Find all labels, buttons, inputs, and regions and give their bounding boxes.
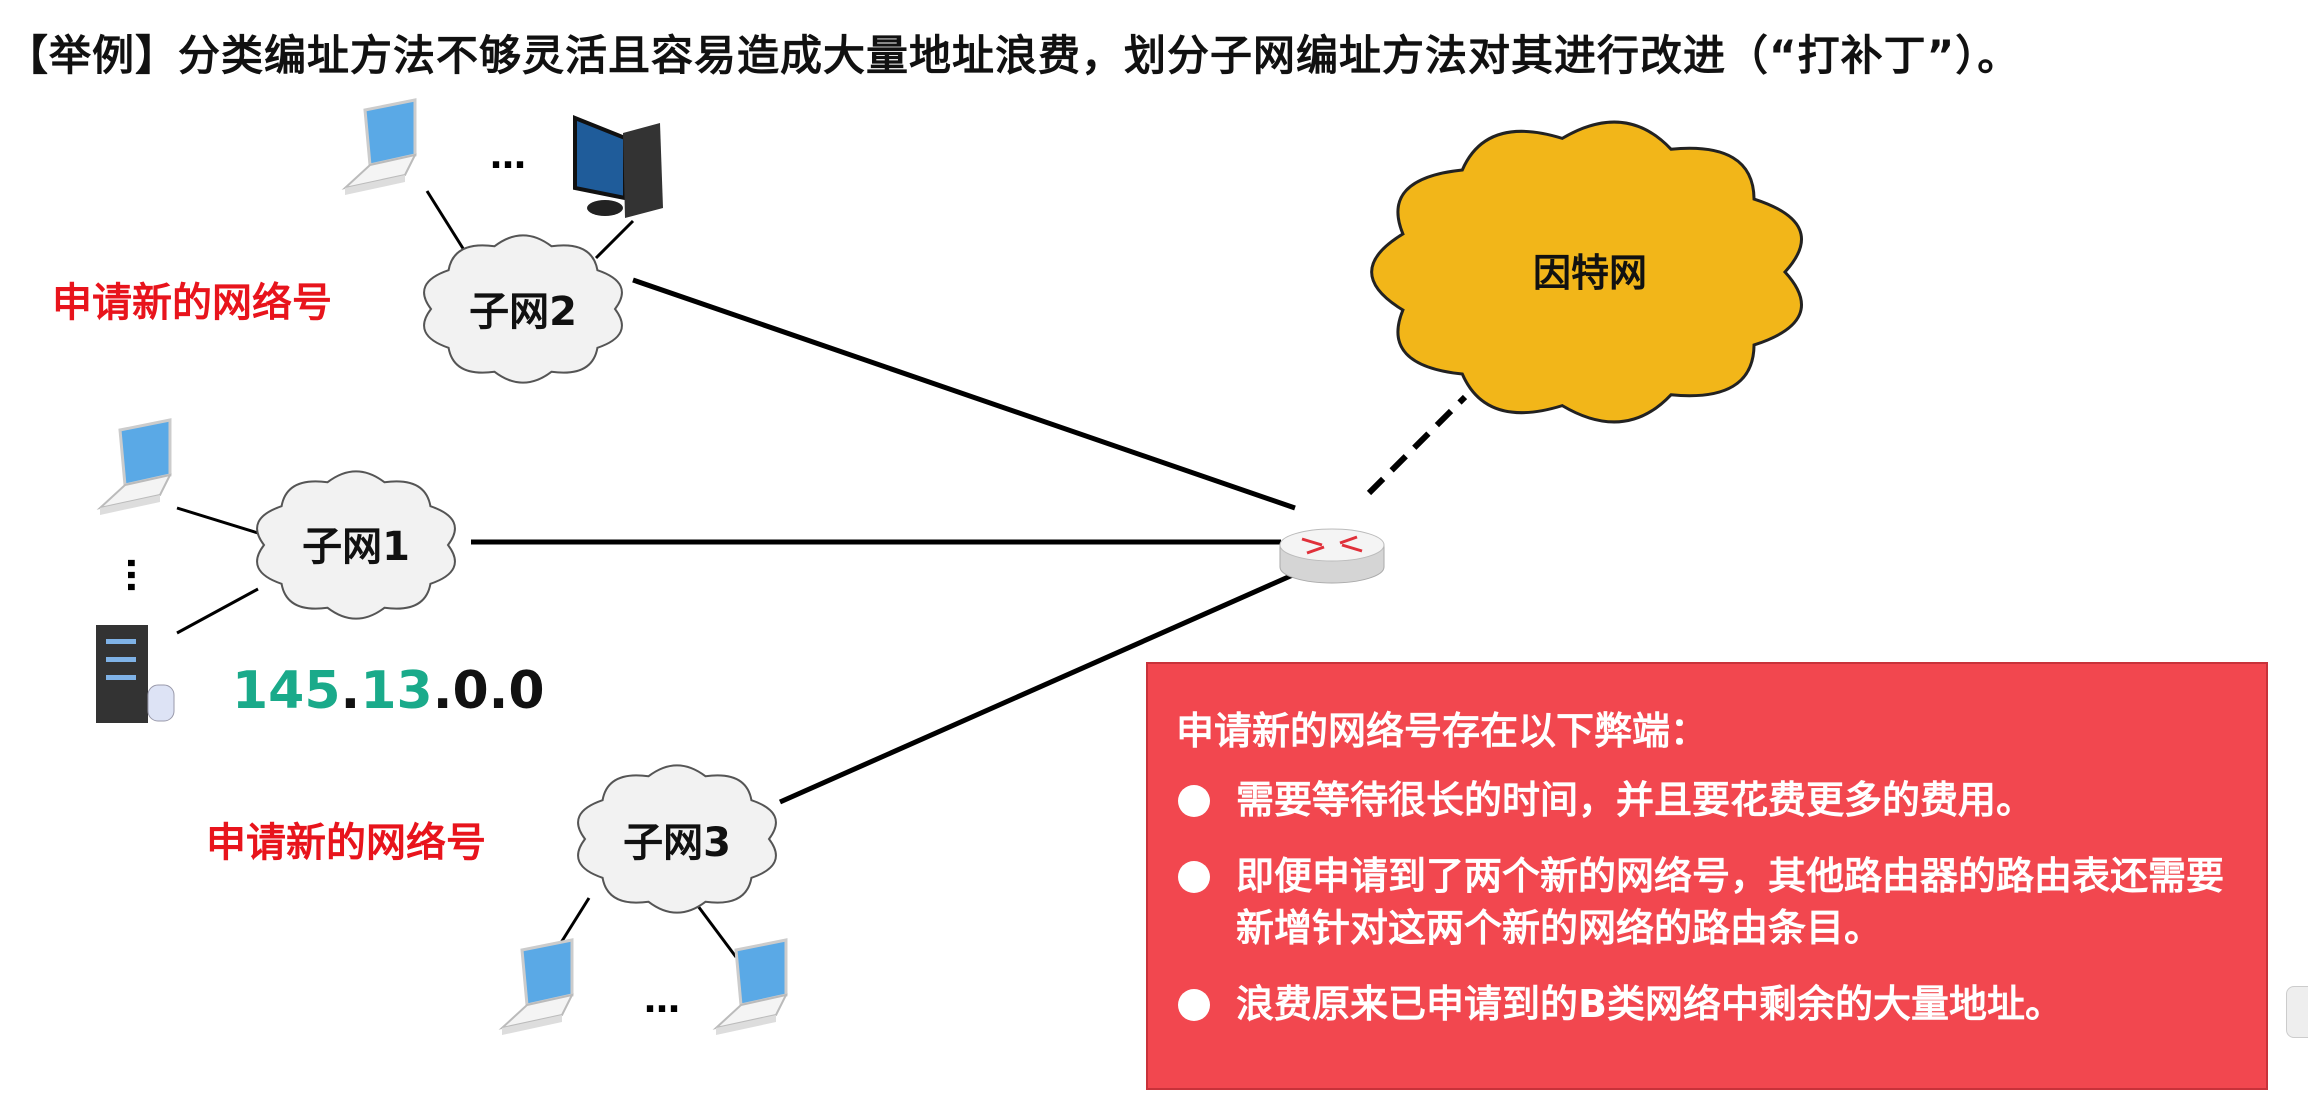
bullet-icon xyxy=(1178,785,1210,817)
bullet-icon xyxy=(1178,861,1210,893)
callout-item: 即便申请到了两个新的网络号，其他路由器的路由表还需要新增针对这两个新的网络的路由… xyxy=(1178,850,2258,954)
callout-heading: 申请新的网络号存在以下弊端： xyxy=(1176,709,1709,753)
link-subnet3-router xyxy=(778,571,1297,805)
link-subnet2-router xyxy=(632,277,1296,511)
laptop-icon xyxy=(500,938,574,1037)
laptop-icon xyxy=(714,938,788,1037)
subnet3-cloud xyxy=(577,764,777,914)
subnet2-label: 子网2 xyxy=(469,289,577,335)
ellipsis-subnet2: … xyxy=(490,136,526,177)
callout-item: 需要等待很长的时间，并且要花费更多的费用。 xyxy=(1178,774,2258,826)
ellipsis-subnet3: … xyxy=(644,980,680,1021)
side-handle[interactable] xyxy=(2286,986,2308,1038)
subnet2-cloud xyxy=(423,234,623,384)
subnet3-label: 子网3 xyxy=(623,820,731,866)
server-icon xyxy=(96,625,175,723)
laptop-icon xyxy=(98,418,172,517)
apply-new-network-label: 申请新的网络号 xyxy=(206,820,486,866)
internet-label: 因特网 xyxy=(1533,251,1647,295)
apply-new-network-label: 申请新的网络号 xyxy=(52,280,332,326)
ellipsis-subnet1: … xyxy=(119,557,160,593)
desktop-icon xyxy=(573,115,663,218)
bullet-icon xyxy=(1178,989,1210,1021)
link-router-internet xyxy=(1366,394,1468,496)
subnet1-cloud xyxy=(256,470,456,620)
router-icon xyxy=(1279,528,1385,584)
drawbacks-callout: 申请新的网络号存在以下弊端： 需要等待很长的时间，并且要花费更多的费用。 即便申… xyxy=(1146,662,2268,1090)
laptop-icon xyxy=(343,98,417,197)
internet-cloud xyxy=(1370,120,1803,424)
subnet1-address: 145.13.0.0 xyxy=(232,661,545,721)
subnet1-label: 子网1 xyxy=(302,524,410,570)
slide-title: 【举例】分类编址方法不够灵活且容易造成大量地址浪费，划分子网编址方法对其进行改进… xyxy=(6,31,2021,80)
callout-item: 浪费原来已申请到的B类网络中剩余的大量地址。 xyxy=(1178,978,2258,1030)
